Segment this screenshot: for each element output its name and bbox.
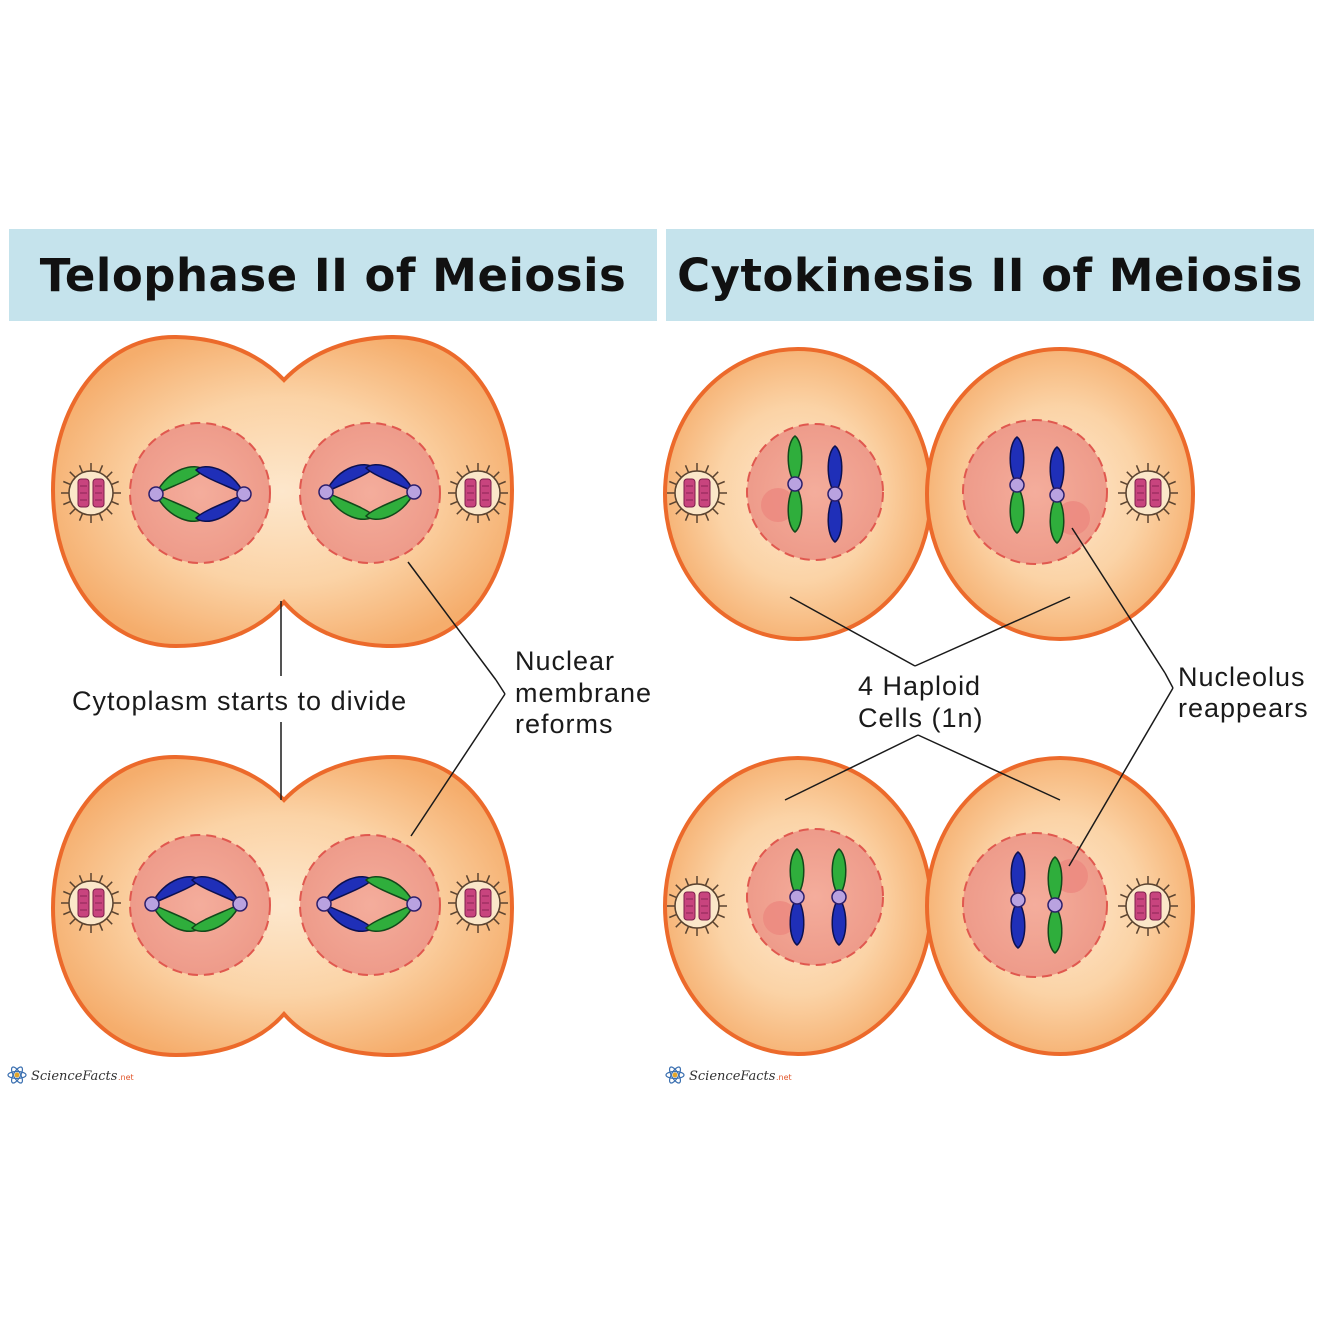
centriole-icon	[60, 872, 122, 934]
nucleus	[299, 834, 441, 976]
cytoplasm-label: Cytoplasm starts to divide	[72, 686, 407, 716]
nuclear-label-line2: membrane	[515, 678, 652, 708]
chromosome-icon	[1010, 851, 1026, 949]
cytokinesis-title: Cytokinesis II of Meiosis	[677, 248, 1303, 302]
chromosome-icon	[1049, 446, 1065, 544]
centriole-icon	[666, 875, 728, 937]
centriole-icon	[447, 872, 509, 934]
centriole-icon	[1117, 875, 1179, 937]
nucleolus	[763, 901, 797, 935]
haploid-label-line1: 4 Haploid	[858, 671, 981, 701]
sciencefacts-logo-left: ScienceFacts .net	[7, 1066, 134, 1084]
haploid-label-line2: Cells (1n)	[858, 703, 984, 733]
cytokinesis-title-bar: Cytokinesis II of Meiosis	[666, 229, 1314, 321]
chromosome-icon	[789, 848, 805, 946]
nucleolus-label-line2: reappears	[1178, 693, 1309, 723]
nucleolus-label-line1: Nucleolus	[1178, 662, 1306, 692]
sciencefacts-logo-right: ScienceFacts .net	[665, 1066, 792, 1084]
logo-suffix: .net	[776, 1073, 792, 1082]
chromosome-icon	[1047, 856, 1063, 954]
leader-lines-left	[280, 561, 506, 837]
nucleolus	[1056, 501, 1090, 535]
chromosome-icon	[787, 435, 803, 533]
telophase-cell-top	[51, 334, 514, 648]
centriole-icon	[447, 462, 509, 524]
centriole-icon	[60, 462, 122, 524]
chromosome-icon	[1009, 436, 1025, 534]
nucleolus	[1054, 859, 1088, 893]
centriole-icon	[666, 462, 728, 524]
nucleus	[129, 834, 271, 976]
centriole-icon	[1117, 462, 1179, 524]
telophase-cell-bottom	[51, 754, 514, 1057]
haploid-cell-top-right	[925, 347, 1195, 641]
sciencefacts-logo-icon	[665, 1066, 685, 1084]
haploid-cell-top-left	[663, 347, 933, 641]
nuclear-label-line3: reforms	[515, 709, 614, 739]
telophase-title-bar: Telophase II of Meiosis	[9, 229, 657, 321]
haploid-cell-bottom-left	[663, 756, 933, 1056]
telophase-title: Telophase II of Meiosis	[39, 248, 627, 302]
chromosome-icon	[831, 848, 847, 946]
nucleolus	[761, 488, 795, 522]
logo-text: ScienceFacts	[689, 1069, 776, 1084]
logo-text: ScienceFacts	[31, 1069, 118, 1084]
nuclear-label-line1: Nuclear	[515, 646, 615, 676]
sciencefacts-logo-icon	[7, 1066, 27, 1084]
logo-suffix: .net	[118, 1073, 134, 1082]
chromosome-icon	[827, 445, 843, 543]
nucleus	[129, 422, 271, 564]
leader-lines-right	[784, 527, 1174, 867]
haploid-cell-bottom-right	[925, 756, 1195, 1056]
nucleus	[299, 422, 441, 564]
